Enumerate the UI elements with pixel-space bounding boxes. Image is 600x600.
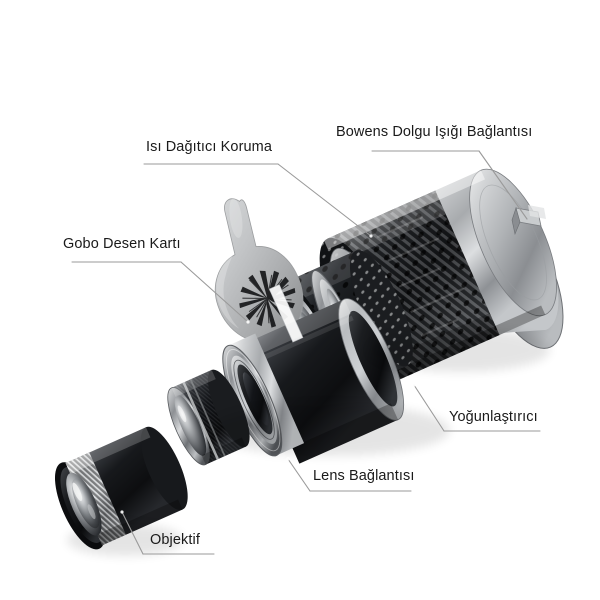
leader-heat-shield (143, 163, 372, 237)
callout-leader-lines (71, 150, 541, 555)
leader-gobo-card (71, 261, 249, 323)
leader-endpoint-dots (120, 234, 416, 514)
leader-concentrator (413, 384, 541, 432)
leader-bowens-mount (371, 150, 528, 220)
callout-label-lens-mount: Lens Bağlantısı (313, 468, 415, 484)
part-objective-lens (54, 426, 188, 550)
callout-label-objective-lens: Objektif (150, 532, 200, 548)
leader-objective-lens (121, 511, 215, 555)
callout-label-bowens-mount: Bowens Dolgu Işığı Bağlantısı (336, 124, 533, 140)
callout-label-heat-shield: Isı Dağıtıcı Koruma (146, 139, 272, 155)
leader-lens-mount (287, 458, 412, 492)
callout-label-gobo-card: Gobo Desen Kartı (63, 236, 181, 252)
callout-label-concentrator: Yoğunlaştırıcı (449, 409, 538, 425)
